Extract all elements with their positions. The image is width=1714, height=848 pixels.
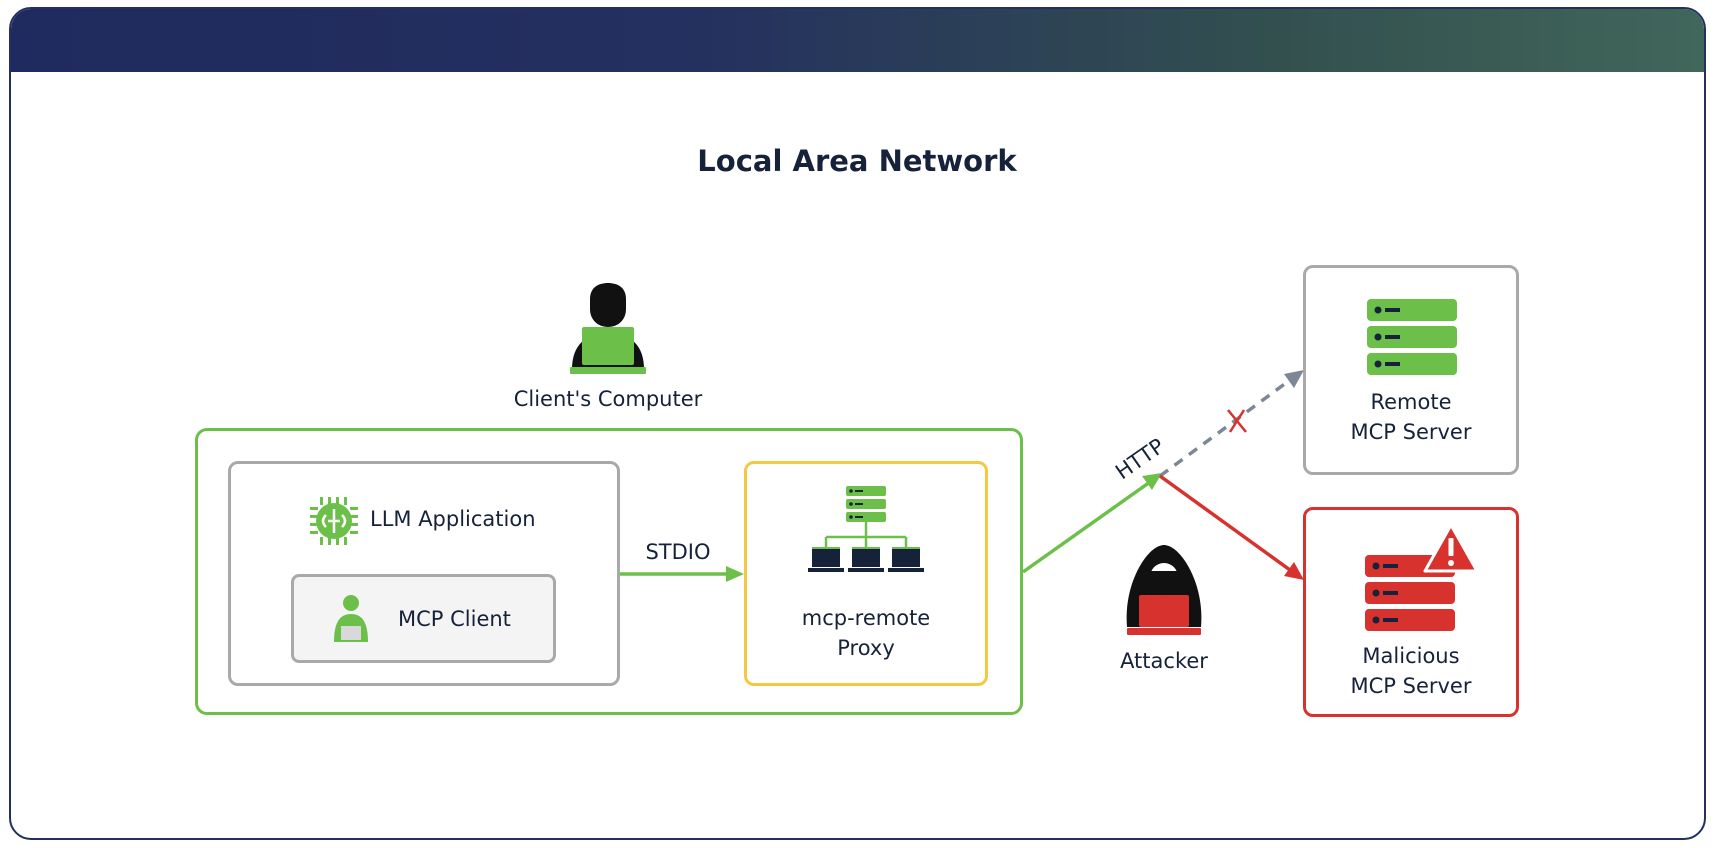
llm-application-label: LLM Application [370,507,536,531]
user-icon [334,595,368,642]
user-laptop-icon [570,283,646,374]
attacker-label: Attacker [1120,649,1208,673]
mcp-client-label: MCP Client [398,607,511,631]
mcp-remote-proxy-box [744,461,988,686]
remote-server-label-line1: Remote [1370,390,1452,414]
hooded-hacker-icon [1126,545,1202,635]
proxy-label-line2: Proxy [837,636,895,660]
ai-chip-icon [310,497,358,545]
blocked-remote-arrow [1158,370,1304,478]
client-computer-container [195,428,1023,715]
stdio-label: STDIO [645,540,711,564]
hijacked-malicious-arrow [1158,474,1304,580]
warning-server-icon [1365,523,1479,631]
llm-application-box [228,461,620,686]
remote-mcp-server-box [1303,265,1519,475]
proxy-label-line1: mcp-remote [801,606,931,630]
diagram-title: Local Area Network [697,144,1017,178]
blocked-cross-icon [1227,409,1247,433]
client-computer-label: Client's Computer [513,387,703,411]
mcp-client-box [291,574,556,663]
malicious-server-label-line2: MCP Server [1350,674,1472,698]
remote-server-label-line2: MCP Server [1350,420,1472,444]
diagram-frame [9,7,1706,840]
stdio-arrow [620,566,744,582]
malicious-mcp-server-box [1303,507,1519,717]
proxy-to-hub-arrow [1021,473,1162,574]
server-stack-icon [1367,299,1457,375]
header-bar [11,9,1704,72]
malicious-server-label-line1: Malicious [1362,644,1460,668]
network-server-icon [808,486,924,572]
